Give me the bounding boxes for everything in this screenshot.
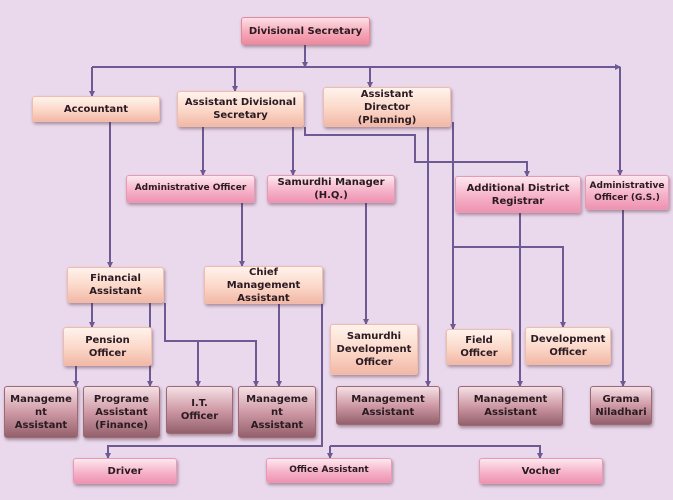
node-management-assistant-1: Manageme nt Assistant xyxy=(4,386,78,438)
node-assistant-director-planning: Assistant Director (Planning) xyxy=(323,87,451,127)
node-assistant-divisional-secretary: Assistant Divisional Secretary xyxy=(177,91,304,127)
node-chief-management-assistant: Chief Management Assistant xyxy=(204,266,323,304)
node-grama-niladhari: Grama Niladhari xyxy=(590,386,652,425)
node-divisional-secretary: Divisional Secretary xyxy=(241,17,370,45)
node-office-assistant: Office Assistant xyxy=(266,458,392,483)
node-programe-assistant-finance: Programe Assistant (Finance) xyxy=(83,386,160,438)
node-vocher: Vocher xyxy=(479,458,603,484)
node-it-officer: I.T. Officer xyxy=(166,386,233,434)
node-development-officer: Development Officer xyxy=(525,327,611,365)
node-management-assistant-3: Management Assistant xyxy=(336,386,440,425)
node-management-assistant-4: Management Assistant xyxy=(458,386,563,426)
node-administrative-officer: Administrative Officer xyxy=(126,175,255,203)
node-driver: Driver xyxy=(73,458,177,484)
node-accountant: Accountant xyxy=(32,96,160,122)
node-samurdhi-development-officer: Samurdhi Development Officer xyxy=(330,324,418,375)
node-samurdhi-manager-hq: Samurdhi Manager (H.Q.) xyxy=(267,175,395,203)
node-field-officer: Field Officer xyxy=(446,329,512,365)
node-financial-assistant: Financial Assistant xyxy=(67,267,164,303)
node-management-assistant-2: Manageme nt Assistant xyxy=(238,386,316,438)
node-pension-officer: Pension Officer xyxy=(63,327,152,366)
node-additional-district-registrar: Additional District Registrar xyxy=(455,176,581,213)
node-administrative-officer-gs: Administrative Officer (G.S.) xyxy=(585,175,669,210)
